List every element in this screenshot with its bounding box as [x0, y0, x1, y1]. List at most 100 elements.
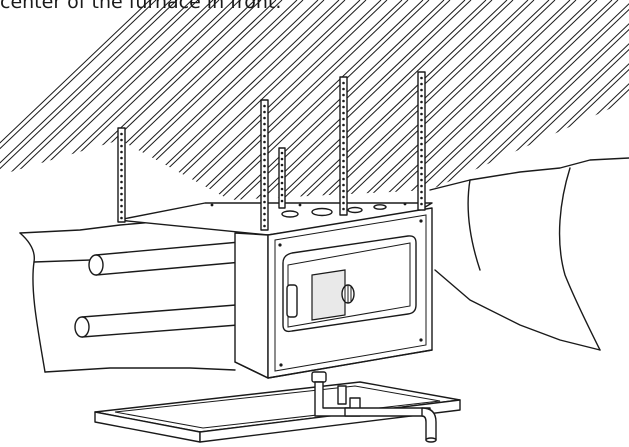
strap-hole [263, 188, 266, 192]
strap-hole [120, 216, 123, 220]
joist-line [428, 0, 629, 200]
strap-hole [420, 172, 423, 176]
strap-hole [420, 136, 423, 140]
strap-hole [120, 156, 123, 160]
duct-pipe-lower [74, 291, 260, 338]
strap-hole [420, 88, 423, 92]
joist-line [218, 0, 430, 200]
strap-hole [120, 144, 123, 148]
strap-hole [420, 190, 423, 194]
joist-line [443, 0, 629, 200]
strap-hole [420, 124, 423, 128]
joist-line [365, 0, 577, 200]
strap-hole [342, 111, 345, 115]
strap-hole [120, 174, 123, 178]
condensate-pipe [311, 371, 437, 443]
joist-line [296, 0, 508, 200]
caption-text: center of the furnace in front. [0, 0, 282, 13]
strap-hole [420, 118, 423, 122]
strap-hole [342, 159, 345, 163]
joist-line [380, 0, 592, 200]
strap-hole [420, 106, 423, 110]
strap-hole [120, 168, 123, 172]
joist-line [302, 0, 514, 200]
joist-line [611, 0, 629, 200]
strap-hole [263, 164, 266, 168]
strap-hole [420, 148, 423, 152]
strap-hole [280, 199, 284, 203]
strap-hole [120, 204, 123, 208]
strap-hole [120, 186, 123, 190]
strap-hole [342, 201, 345, 205]
joist-line [323, 0, 535, 200]
strap-hole [280, 187, 284, 191]
strap-hole [420, 130, 423, 134]
joist-line [533, 0, 629, 200]
strap-hole [342, 189, 345, 193]
strap-hole [120, 132, 123, 136]
joist-line [197, 0, 409, 200]
strap-hole [342, 87, 345, 91]
joist-line [275, 0, 487, 200]
strap-hole [420, 76, 423, 80]
strap-hole [420, 160, 423, 164]
strap-hole [342, 129, 345, 133]
strap-hole [263, 134, 266, 138]
strap-hole [342, 99, 345, 103]
joist-line [176, 0, 388, 200]
strap-hole [263, 212, 266, 216]
joist-line [506, 0, 629, 200]
strap-hole [263, 200, 266, 204]
strap-hole [420, 178, 423, 182]
strap-hole [420, 82, 423, 86]
strap-hole [342, 135, 345, 139]
joist-line [149, 0, 361, 200]
strap-hole [263, 104, 266, 108]
strap-hole [263, 170, 266, 174]
hanging-strap-5 [417, 71, 426, 211]
strap-hole [420, 100, 423, 104]
hanging-strap-4 [339, 76, 348, 216]
strap-hole [263, 176, 266, 180]
joist-line [0, 0, 172, 200]
strap-hole [342, 153, 345, 157]
joist-line [470, 0, 629, 200]
strap-hole [342, 183, 345, 187]
strap-hole [120, 138, 123, 142]
strap-hole [342, 81, 345, 85]
joist-line [191, 0, 403, 200]
joist-line [0, 0, 157, 200]
strap-hole [280, 169, 284, 173]
strap-hole [420, 154, 423, 158]
hanging-strap-1 [117, 127, 126, 223]
strap-hole [120, 198, 123, 202]
strap-hole [263, 116, 266, 120]
strap-hole [420, 142, 423, 146]
strap-hole [420, 184, 423, 188]
strap-hole [280, 163, 284, 167]
hanging-straps [117, 71, 426, 231]
joist-line [170, 0, 382, 200]
strap-hole [263, 128, 266, 132]
joist-line [134, 0, 346, 200]
joist-line [233, 0, 445, 200]
strap-hole [280, 157, 284, 161]
strap-hole [420, 166, 423, 170]
joist-line [548, 0, 629, 200]
joist-line [344, 0, 556, 200]
strap-hole [342, 165, 345, 169]
joist-line [569, 0, 629, 200]
strap-hole [420, 202, 423, 206]
strap-hole [120, 210, 123, 214]
strap-hole [263, 146, 266, 150]
joist-line [0, 0, 151, 200]
control-door [282, 235, 417, 333]
strap-hole [280, 193, 284, 197]
joist-line [575, 0, 629, 200]
strap-hole [342, 123, 345, 127]
strap-hole [342, 171, 345, 175]
joist-line [0, 0, 199, 200]
strap-hole [342, 93, 345, 97]
joist-line [407, 0, 619, 200]
